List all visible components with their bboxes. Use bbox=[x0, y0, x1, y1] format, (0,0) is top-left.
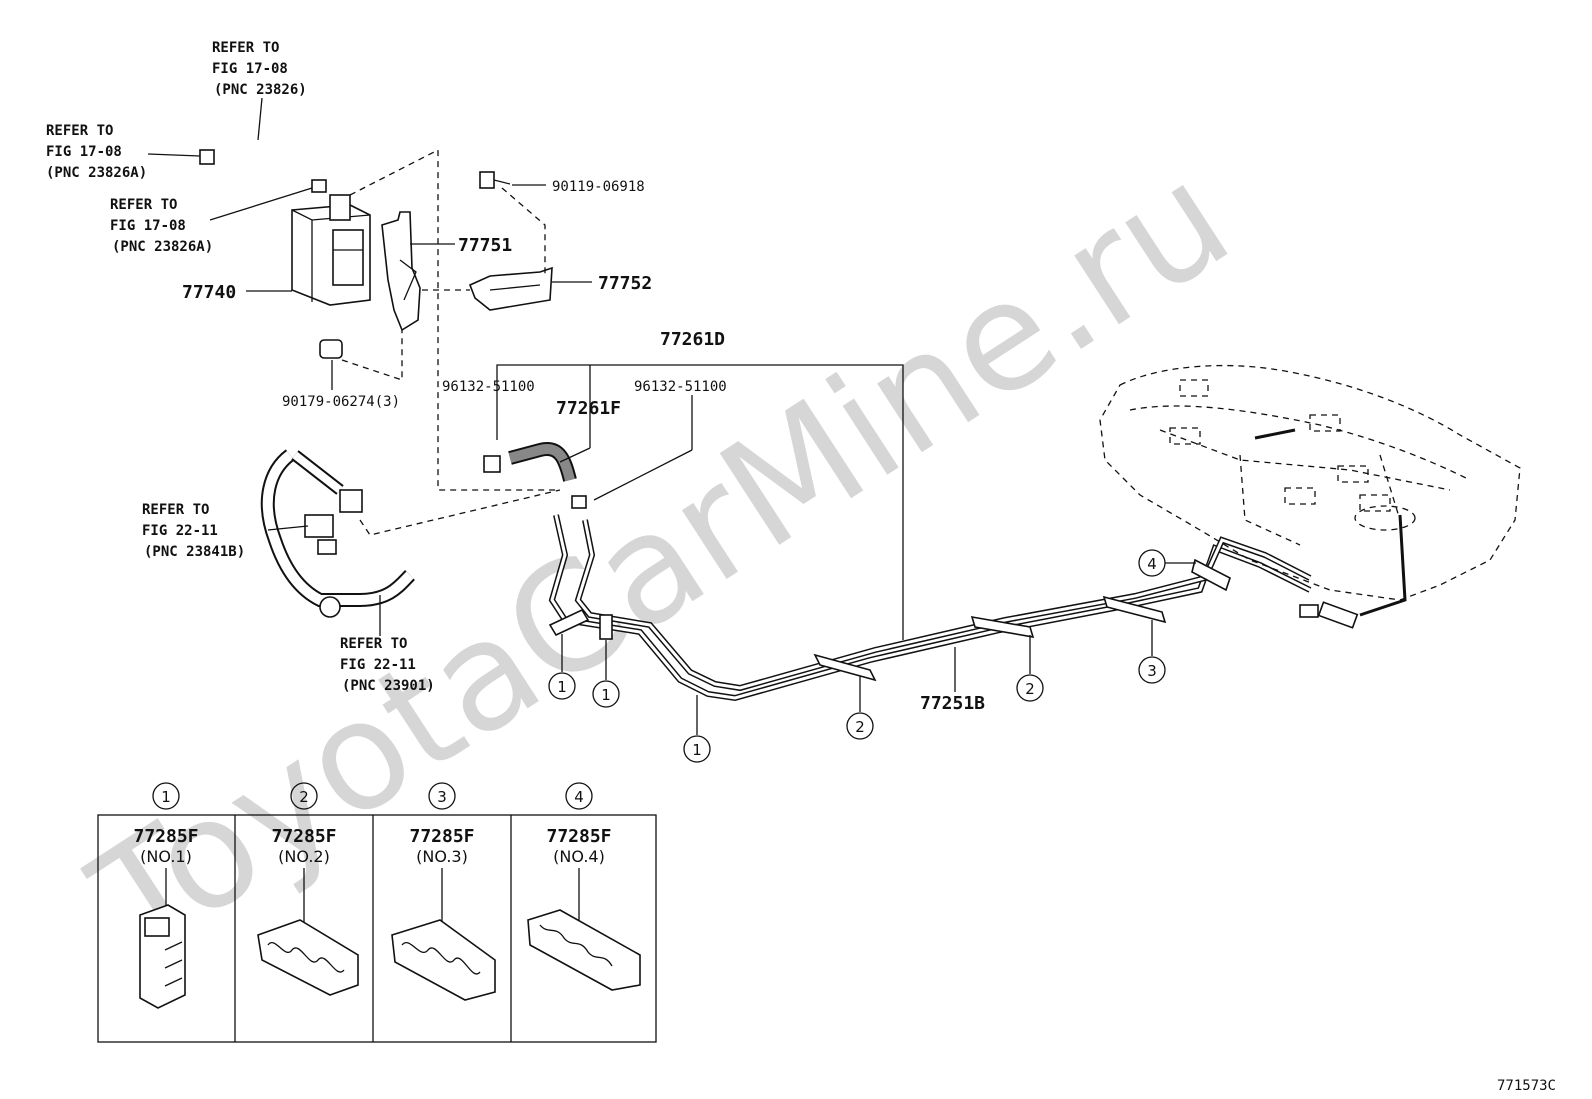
callout-2b bbox=[1016, 674, 1044, 702]
part-77751: 77751 bbox=[458, 235, 512, 256]
canister-bracket bbox=[381, 211, 421, 332]
svg-text:2: 2 bbox=[1025, 680, 1035, 698]
svg-text:FIG 22-11: FIG 22-11 bbox=[340, 657, 416, 673]
svg-text:FIG 17-08: FIG 17-08 bbox=[212, 61, 288, 77]
refer-note-1: REFER TO FIG 17-08 (PNC 23826) bbox=[212, 40, 307, 98]
callout-1c bbox=[683, 735, 711, 763]
clamp-num: 3 bbox=[437, 788, 447, 806]
svg-text:REFER TO: REFER TO bbox=[110, 197, 177, 213]
svg-text:FIG 22-11: FIG 22-11 bbox=[142, 523, 218, 539]
svg-text:REFER TO: REFER TO bbox=[212, 40, 279, 56]
svg-text:(PNC 23826): (PNC 23826) bbox=[214, 82, 307, 98]
svg-text:4: 4 bbox=[1147, 555, 1157, 573]
clip-icon bbox=[571, 495, 587, 509]
clamp-no2-icon bbox=[257, 919, 359, 996]
figure-id: 771573C bbox=[1497, 1078, 1556, 1094]
clip-icon bbox=[483, 455, 501, 473]
part-77251B: 77251B bbox=[920, 693, 985, 714]
callout-1a bbox=[548, 672, 576, 700]
part-77261D: 77261D bbox=[660, 329, 725, 350]
watermark: ToyotaCarMine.ru bbox=[64, 131, 1259, 991]
clamp-sub: (NO.3) bbox=[416, 847, 468, 866]
hose-clamp-icon bbox=[199, 149, 215, 165]
clamp-legend: 1 2 3 4 77285F (NO.1) 77285F (NO.2) 7728… bbox=[97, 782, 657, 1043]
svg-text:REFER TO: REFER TO bbox=[142, 502, 209, 518]
svg-text:1: 1 bbox=[692, 741, 702, 759]
svg-text:(PNC 23826A): (PNC 23826A) bbox=[112, 239, 213, 255]
bracket-77752 bbox=[468, 266, 553, 311]
svg-text:1: 1 bbox=[601, 686, 611, 704]
svg-text:(PNC 23826A): (PNC 23826A) bbox=[46, 165, 147, 181]
vent-hose bbox=[199, 138, 330, 176]
fuel-tank bbox=[1099, 364, 1521, 629]
svg-text:(PNC 23841B): (PNC 23841B) bbox=[144, 544, 245, 560]
clamp-num: 4 bbox=[574, 788, 584, 806]
evap-hose-assembly bbox=[260, 449, 416, 618]
bolt-icon bbox=[479, 171, 511, 189]
clamp-no4-icon bbox=[527, 909, 641, 991]
refer-note-4: REFER TO FIG 22-11 (PNC 23841B) bbox=[142, 502, 245, 560]
clamp-part: 77285F bbox=[546, 826, 611, 847]
clamp-part: 77285F bbox=[133, 826, 198, 847]
hose-77261F bbox=[508, 442, 577, 482]
clamp-sub: (NO.1) bbox=[140, 847, 192, 866]
svg-text:1: 1 bbox=[557, 678, 567, 696]
clamp-no3-icon bbox=[391, 919, 496, 1001]
part-77752: 77752 bbox=[598, 273, 652, 294]
charcoal-canister bbox=[291, 194, 371, 306]
refer-note-5: REFER TO FIG 22-11 (PNC 23901) bbox=[340, 636, 435, 694]
callout-circles: 1 1 1 2 2 3 4 bbox=[548, 549, 1166, 763]
line-clamps bbox=[548, 558, 1231, 682]
part-nut: 90179-06274(3) bbox=[282, 394, 400, 410]
fuel-lines bbox=[548, 514, 1312, 702]
callout-3 bbox=[1138, 656, 1166, 684]
svg-text:(PNC 23901): (PNC 23901) bbox=[342, 678, 435, 694]
svg-text:REFER TO: REFER TO bbox=[340, 636, 407, 652]
part-bolt: 90119-06918 bbox=[552, 179, 645, 195]
clamp-no1-icon bbox=[139, 904, 186, 1009]
nut-icon bbox=[319, 339, 343, 359]
part-clip-a: 96132-51100 bbox=[442, 379, 535, 395]
clamp-num: 1 bbox=[161, 788, 171, 806]
refer-note-2: REFER TO FIG 17-08 (PNC 23826A) bbox=[46, 123, 147, 181]
svg-text:3: 3 bbox=[1147, 662, 1157, 680]
svg-text:FIG 17-08: FIG 17-08 bbox=[110, 218, 186, 234]
clamp-num: 2 bbox=[299, 788, 309, 806]
part-77740: 77740 bbox=[182, 282, 236, 303]
svg-text:REFER TO: REFER TO bbox=[46, 123, 113, 139]
svg-text:2: 2 bbox=[855, 718, 865, 736]
clamp-part: 77285F bbox=[409, 826, 474, 847]
refer-note-3: REFER TO FIG 17-08 (PNC 23826A) bbox=[110, 197, 213, 255]
small-clip-icon bbox=[311, 179, 327, 193]
callout-4 bbox=[1138, 549, 1166, 577]
callout-1b bbox=[592, 680, 620, 708]
svg-text:FIG 17-08: FIG 17-08 bbox=[46, 144, 122, 160]
callout-2a bbox=[846, 712, 874, 740]
clamp-sub: (NO.4) bbox=[553, 847, 605, 866]
clamp-part: 77285F bbox=[271, 826, 336, 847]
part-clip-b: 96132-51100 bbox=[634, 379, 727, 395]
clamp-sub: (NO.2) bbox=[278, 847, 330, 866]
part-77261F: 77261F bbox=[556, 398, 621, 419]
